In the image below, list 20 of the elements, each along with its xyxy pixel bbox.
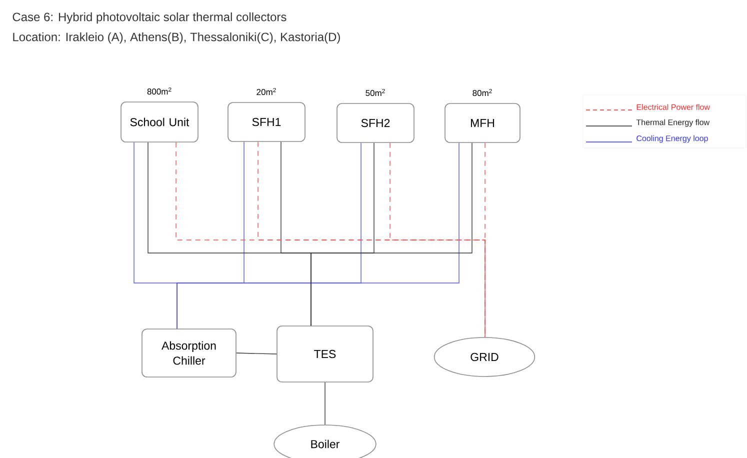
process-box: TES xyxy=(276,326,374,382)
title: Case 6: Hybrid photovoltaic solar thermal collectors xyxy=(12,12,286,24)
connector-line xyxy=(484,142,486,338)
process-box: Absorption Chiller xyxy=(142,328,236,378)
legend-text: Electrical Power flow xyxy=(636,104,710,110)
area-label: 800m$^{2}$ xyxy=(147,87,172,95)
legend-text: Thermal Energy flow xyxy=(636,119,710,127)
process-box: SFH1 xyxy=(228,102,306,142)
legend-text: Cooling Energy loop xyxy=(636,135,708,143)
subtitle: Location: Irakleio (A), Athens(B), Thessaloniki(C), Kastoria(D) xyxy=(13,32,340,44)
connector-line xyxy=(310,142,472,326)
area-label: 20m$^{2}$ xyxy=(256,88,276,96)
ellipse-node: GRID xyxy=(434,337,536,377)
area-label: 50m$^{2}$ xyxy=(366,88,385,96)
connector-line xyxy=(236,352,277,354)
process-box: School Unit xyxy=(120,102,198,142)
process-box: SFH2 xyxy=(336,103,414,143)
connector-line xyxy=(324,382,326,425)
area-label: 80m$^{2}$ xyxy=(472,88,492,96)
process-box: MFH xyxy=(444,103,520,143)
